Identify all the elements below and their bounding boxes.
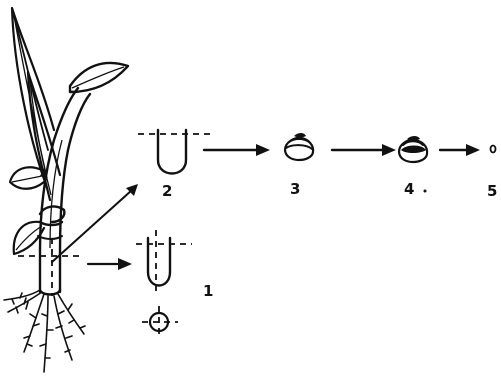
arrow-4-to-5 — [438, 144, 480, 156]
step-2-label: 2 — [162, 182, 172, 200]
step-5-label: 5 — [487, 182, 497, 200]
upper-broad-leaf — [68, 61, 130, 94]
tall-leaf — [10, 6, 56, 187]
cut-lines — [18, 238, 82, 296]
arrow-to-step-1 — [86, 258, 132, 270]
back-leaf — [26, 70, 62, 202]
small-left-leaf — [8, 166, 46, 190]
main-stem — [38, 86, 92, 294]
step-1-stem-section: 1 — [136, 230, 213, 300]
step-4-label: 4 — [404, 180, 414, 198]
plant-illustration — [3, 6, 138, 373]
step-3-explant: 3 — [283, 133, 315, 198]
arrow-to-step-2 — [51, 184, 138, 263]
arrow-3-to-4 — [330, 144, 396, 156]
step-2-stem-section: 2 — [138, 128, 212, 200]
step-1-label: 1 — [203, 282, 213, 300]
lower-left-leaf — [12, 220, 46, 256]
arrow-2-to-3 — [202, 144, 270, 156]
roots — [3, 289, 86, 373]
step-4-dot — [423, 189, 427, 193]
step-1-cross-section — [142, 306, 178, 338]
stem-base — [38, 288, 62, 296]
step-3-label: 3 — [290, 180, 300, 198]
step-5-meristem: 5 — [487, 144, 497, 200]
node-sheath — [37, 205, 66, 240]
step-4-explant: 4 — [397, 136, 429, 198]
